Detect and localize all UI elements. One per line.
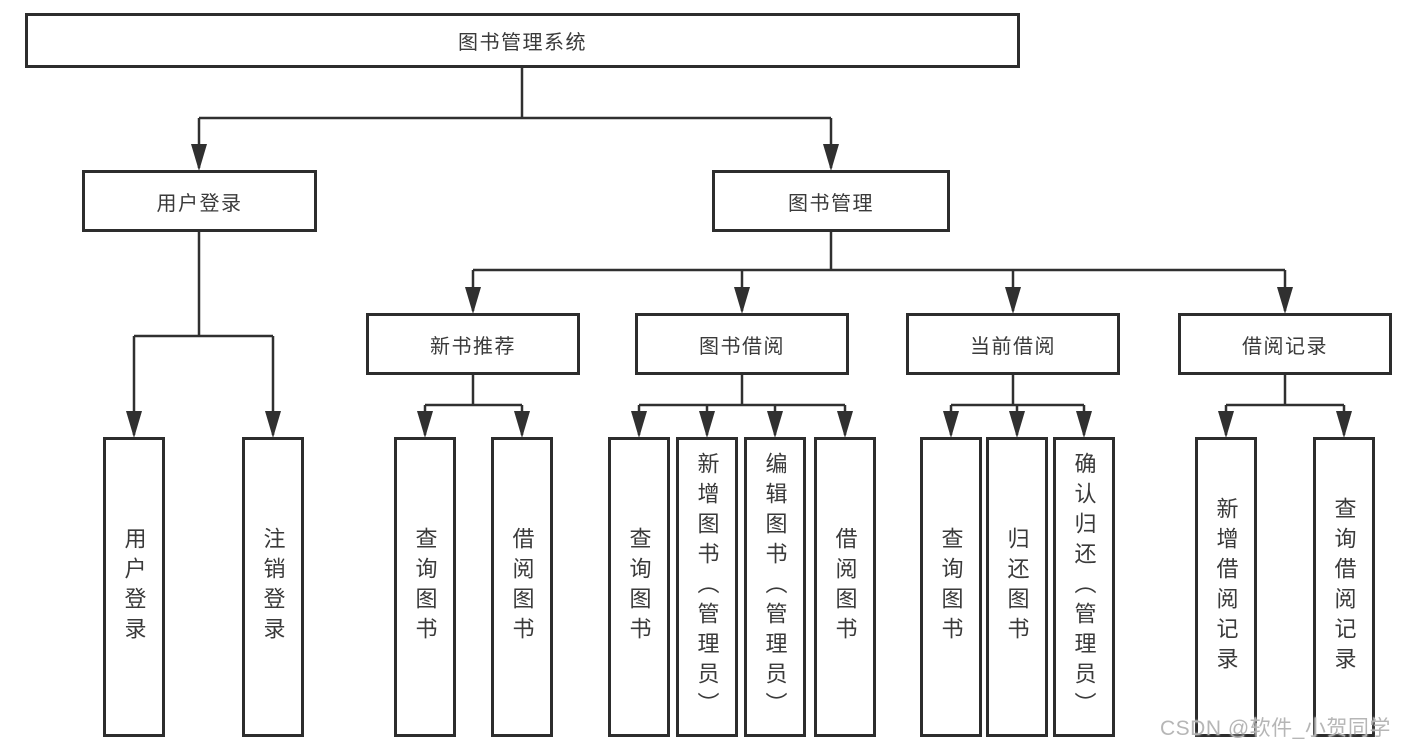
leaf-logout-label: 注销登录 [260,527,286,647]
node-book-borrow: 图书借阅 [635,313,849,375]
leaf-confirm-return-admin-label: 确认归还（管理员） [1071,452,1097,722]
node-root: 图书管理系统 [25,13,1020,68]
leaf-query-book-recommend: 查询图书 [394,437,456,737]
leaf-borrow-book: 借阅图书 [814,437,876,737]
leaf-query-borrow-record: 查询借阅记录 [1313,437,1375,737]
node-book-management: 图书管理 [712,170,950,232]
leaf-query-book-borrow-label: 查询图书 [626,527,652,647]
leaf-borrow-book-recommend-label: 借阅图书 [509,527,535,647]
node-user-login-label: 用户登录 [156,192,243,215]
leaf-borrow-book-recommend: 借阅图书 [491,437,553,737]
node-book-management-label: 图书管理 [788,192,874,215]
node-root-label: 图书管理系统 [458,32,587,54]
node-new-book-recommend: 新书推荐 [366,313,580,375]
leaf-query-book-current: 查询图书 [920,437,982,737]
leaf-query-book-borrow: 查询图书 [608,437,670,737]
leaf-add-book-admin: 新增图书（管理员） [676,437,738,737]
leaf-query-book-current-label: 查询图书 [938,527,964,647]
leaf-return-book-label: 归还图书 [1004,527,1030,647]
node-user-login: 用户登录 [82,170,317,232]
leaf-logout: 注销登录 [242,437,304,737]
node-book-borrow-label: 图书借阅 [699,335,785,358]
leaf-borrow-book-label: 借阅图书 [832,527,858,647]
leaf-add-borrow-record-label: 新增借阅记录 [1213,497,1239,677]
leaf-query-book-recommend-label: 查询图书 [412,527,438,647]
leaf-edit-book-admin: 编辑图书（管理员） [744,437,806,737]
node-borrow-record-label: 借阅记录 [1242,335,1328,358]
node-new-book-recommend-label: 新书推荐 [430,335,516,358]
node-borrow-record: 借阅记录 [1178,313,1392,375]
node-current-borrow-label: 当前借阅 [970,335,1056,358]
node-current-borrow: 当前借阅 [906,313,1120,375]
leaf-return-book: 归还图书 [986,437,1048,737]
leaf-add-book-admin-label: 新增图书（管理员） [694,452,720,722]
leaf-user-login: 用户登录 [103,437,165,737]
leaf-edit-book-admin-label: 编辑图书（管理员） [762,452,788,722]
leaf-confirm-return-admin: 确认归还（管理员） [1053,437,1115,737]
leaf-user-login-label: 用户登录 [121,527,147,647]
csdn-watermark: CSDN @软件_小贺同学 [1160,717,1391,740]
leaf-query-borrow-record-label: 查询借阅记录 [1331,497,1357,677]
leaf-add-borrow-record: 新增借阅记录 [1195,437,1257,737]
